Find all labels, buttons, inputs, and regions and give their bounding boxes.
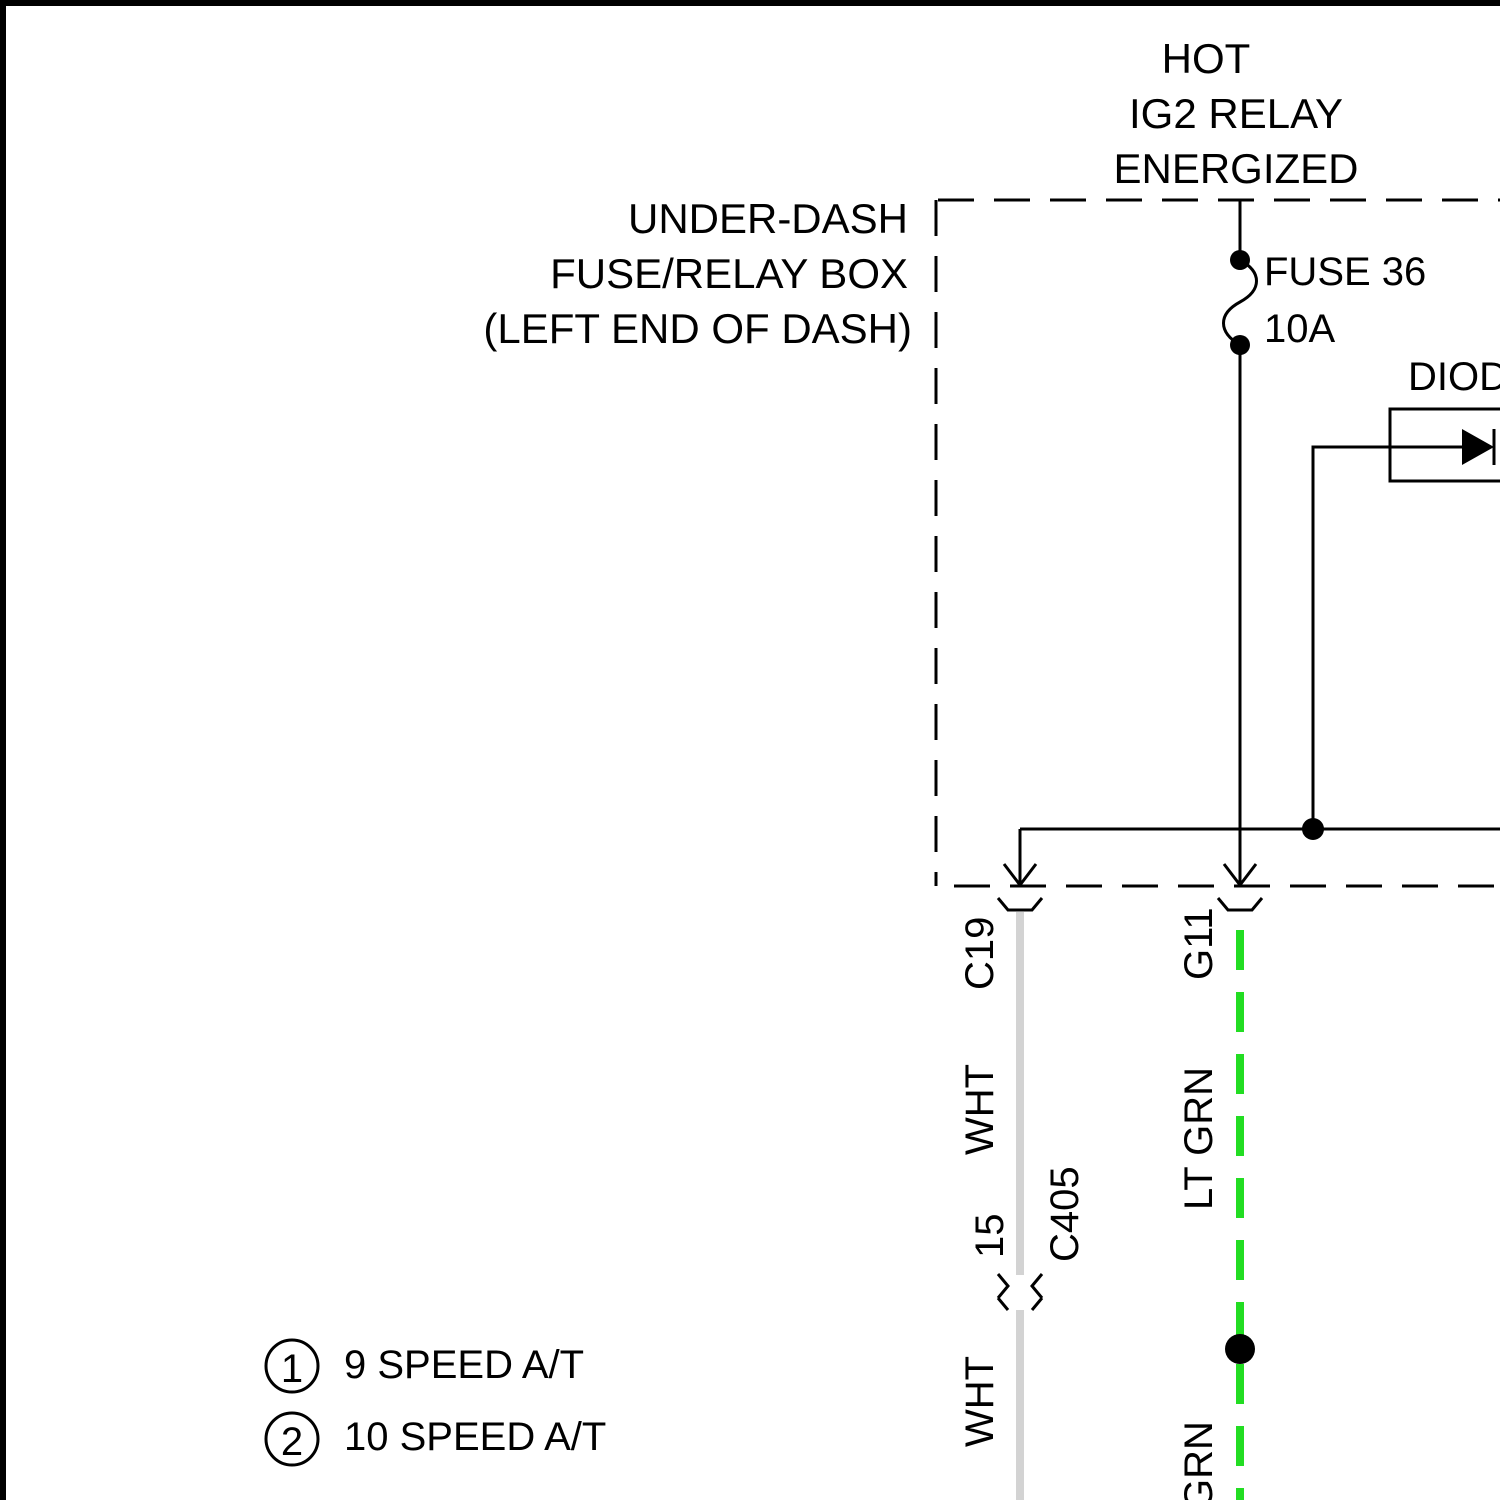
fuse-rating: 10A <box>1264 307 1335 351</box>
legend-number-2: 2 <box>281 1420 303 1464</box>
power-source-label: HOT IG2 RELAY ENERGIZED <box>1113 35 1358 192</box>
legend-item-1: 1 9 SPEED A/T <box>266 1340 584 1392</box>
fuse-box-line-1: UNDER-DASH <box>628 195 908 242</box>
connector-c405 <box>998 1274 1042 1310</box>
fuse-relay-box-outline <box>936 200 1500 886</box>
source-line-1: HOT <box>1162 35 1251 82</box>
wire-color-green-lower: GRN <box>1177 1421 1221 1500</box>
connector-c405-pin: 15 <box>968 1214 1012 1259</box>
fuse-box-line-3: (LEFT END OF DASH) <box>483 305 912 352</box>
legend: 1 9 SPEED A/T 2 10 SPEED A/T <box>266 1340 606 1465</box>
diode: DIOD <box>1313 355 1500 829</box>
fuse-element <box>1224 260 1257 345</box>
connector-g11-socket <box>1218 898 1262 910</box>
splice-dot-bus <box>1302 818 1324 840</box>
wire-diode-to-bus <box>1313 447 1462 829</box>
wire-color-white-upper: WHT <box>958 1064 1002 1155</box>
legend-label-2: 10 SPEED A/T <box>344 1415 606 1459</box>
wire-color-green-upper: LT GRN <box>1177 1067 1221 1210</box>
wire-color-white-lower: WHT <box>958 1356 1002 1447</box>
diode-label: DIOD <box>1408 355 1500 399</box>
connector-c19-socket <box>998 898 1042 910</box>
connector-c405-label: C405 <box>1043 1166 1087 1262</box>
source-line-3: ENERGIZED <box>1113 145 1358 192</box>
fuse-box-label: UNDER-DASH FUSE/RELAY BOX (LEFT END OF D… <box>483 195 912 352</box>
fuse-36: FUSE 36 10A <box>1224 200 1427 355</box>
connector-c19-label: C19 <box>958 917 1002 990</box>
legend-number-1: 1 <box>281 1347 303 1391</box>
fuse-box-line-2: FUSE/RELAY BOX <box>550 250 908 297</box>
fuse-name: FUSE 36 <box>1264 250 1426 294</box>
source-line-2: IG2 RELAY <box>1129 90 1343 137</box>
legend-item-2: 2 10 SPEED A/T <box>266 1413 606 1465</box>
splice-dot-green <box>1225 1334 1255 1364</box>
diode-symbol <box>1462 429 1494 465</box>
connector-g11-label: G11 <box>1177 907 1221 980</box>
legend-label-1: 9 SPEED A/T <box>344 1343 584 1387</box>
